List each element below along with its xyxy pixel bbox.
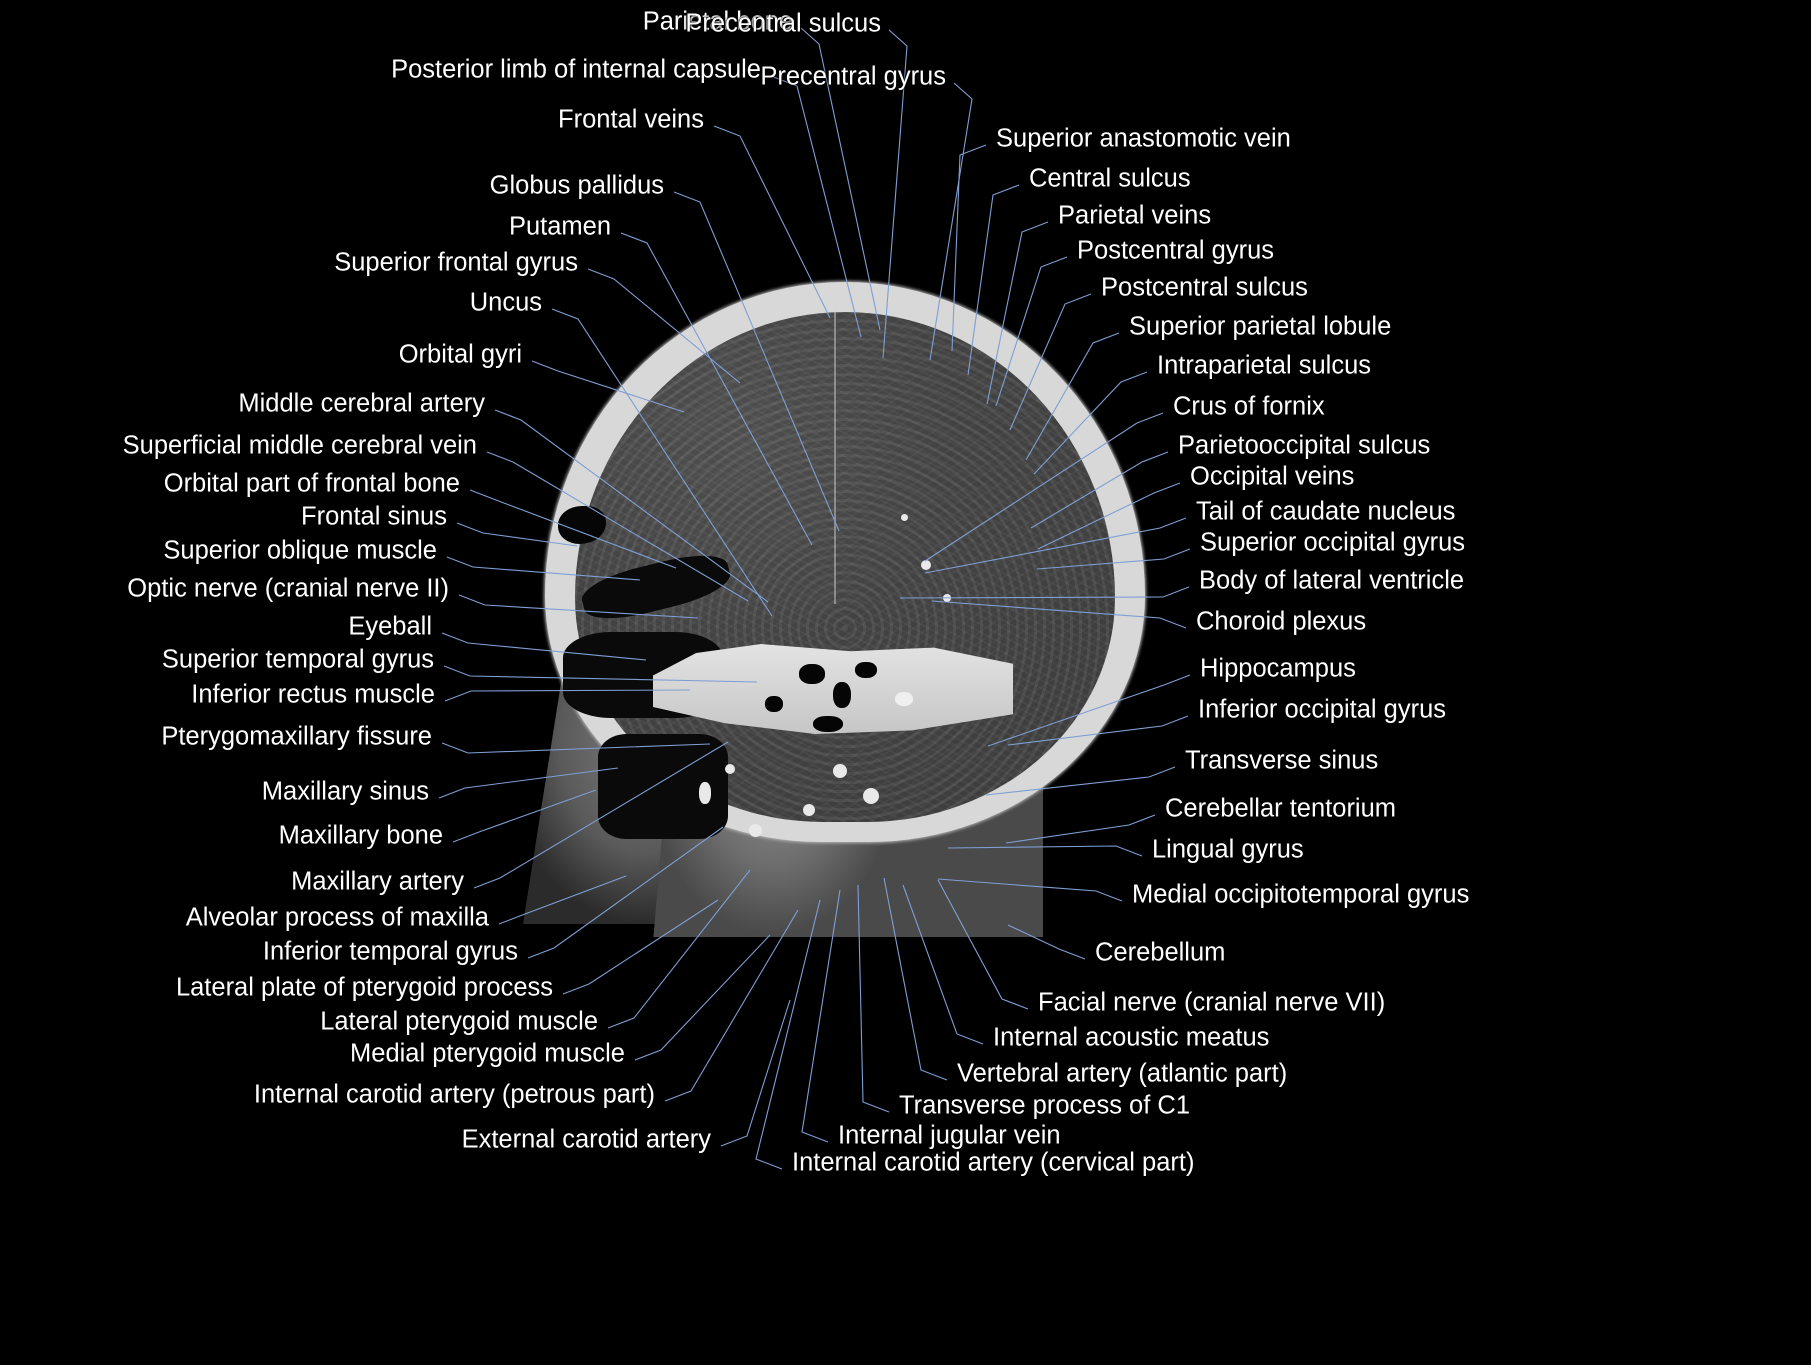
label-superior-temporal-gyrus: Superior temporal gyrus <box>161 645 434 674</box>
label-posterior-limb-of-internal-capsule: Posterior limb of internal capsule <box>391 55 761 84</box>
label-transverse-sinus: Transverse sinus <box>1185 746 1379 775</box>
label-orbital-part-of-frontal-bone: Orbital part of frontal bone <box>163 469 460 498</box>
label-alveolar-process-of-maxilla: Alveolar process of maxilla <box>185 903 489 932</box>
label-postcentral-sulcus: Postcentral sulcus <box>1101 273 1308 302</box>
label-superior-anastomotic-vein: Superior anastomotic vein <box>996 124 1291 153</box>
label-globus-pallidus: Globus pallidus <box>489 171 664 200</box>
vertebral-artery-lumen <box>803 804 815 816</box>
label-choroid-plexus: Choroid plexus <box>1196 607 1367 636</box>
vessel-dot-2 <box>943 594 951 602</box>
label-crus-of-fornix: Crus of fornix <box>1173 392 1325 421</box>
label-lateral-plate-of-pterygoid-process: Lateral plate of pterygoid process <box>175 973 553 1002</box>
label-external-carotid-artery: External carotid artery <box>461 1125 711 1154</box>
label-internal-carotid-artery-petrous-part: Internal carotid artery (petrous part) <box>253 1080 655 1109</box>
label-hippocampus: Hippocampus <box>1200 654 1356 683</box>
label-internal-jugular-vein: Internal jugular vein <box>838 1121 1061 1150</box>
ct-scan-image <box>503 264 1165 943</box>
mastoid-air-cell-4 <box>813 716 843 732</box>
label-medial-pterygoid-muscle: Medial pterygoid muscle <box>350 1039 625 1068</box>
jugular-vein-lumen <box>863 788 879 804</box>
label-occipital-veins: Occipital veins <box>1190 462 1355 491</box>
label-precentral-sulcus: Precentral sulcus <box>685 9 881 38</box>
vessel-dot-5 <box>699 782 711 804</box>
carotid-artery-lumen <box>833 764 847 778</box>
label-superior-occipital-gyrus: Superior occipital gyrus <box>1200 528 1466 557</box>
label-superior-oblique-muscle: Superior oblique muscle <box>163 536 437 565</box>
mastoid-air-cell-2 <box>833 682 851 708</box>
label-putamen: Putamen <box>508 212 611 241</box>
label-uncus: Uncus <box>469 288 542 317</box>
label-maxillary-artery: Maxillary artery <box>291 867 464 896</box>
label-lateral-pterygoid-muscle: Lateral pterygoid muscle <box>320 1007 598 1036</box>
label-internal-carotid-artery-cervical-part: Internal carotid artery (cervical part) <box>792 1148 1195 1177</box>
label-superior-parietal-lobule: Superior parietal lobule <box>1129 312 1392 341</box>
label-eyeball: Eyeball <box>348 612 432 641</box>
label-central-sulcus: Central sulcus <box>1029 164 1191 193</box>
vessel-dot-4 <box>749 824 762 837</box>
label-cerebellum: Cerebellum <box>1095 938 1226 967</box>
vessel-dot-6 <box>725 764 735 774</box>
label-lingual-gyrus: Lingual gyrus <box>1152 835 1304 864</box>
label-inferior-temporal-gyrus: Inferior temporal gyrus <box>262 937 518 966</box>
label-inferior-rectus-muscle: Inferior rectus muscle <box>191 680 435 709</box>
label-maxillary-sinus: Maxillary sinus <box>261 777 429 806</box>
label-parietal-veins: Parietal veins <box>1058 201 1212 230</box>
label-maxillary-bone: Maxillary bone <box>278 821 443 850</box>
label-inferior-occipital-gyrus: Inferior occipital gyrus <box>1198 695 1447 724</box>
leader-line-medial-pterygoid-muscle <box>634 934 771 1061</box>
label-cerebellar-tentorium: Cerebellar tentorium <box>1165 794 1397 823</box>
label-superior-frontal-gyrus: Superior frontal gyrus <box>334 248 578 277</box>
label-body-of-lateral-ventricle: Body of lateral ventricle <box>1199 566 1465 595</box>
label-transverse-process-of-c1: Transverse process of C1 <box>899 1091 1190 1120</box>
label-precentral-gyrus: Precentral gyrus <box>760 62 946 91</box>
label-frontal-veins: Frontal veins <box>558 105 704 134</box>
label-postcentral-gyrus: Postcentral gyrus <box>1077 236 1275 265</box>
bone-fleck-1 <box>895 692 913 706</box>
mastoid-air-cell-1 <box>799 664 825 684</box>
label-tail-of-caudate-nucleus: Tail of caudate nucleus <box>1196 497 1456 526</box>
mastoid-air-cell-3 <box>855 662 877 678</box>
label-intraparietal-sulcus: Intraparietal sulcus <box>1157 351 1372 380</box>
label-orbital-gyri: Orbital gyri <box>398 340 522 369</box>
label-parietooccipital-sulcus: Parietooccipital sulcus <box>1178 431 1431 460</box>
internal-acoustic-meatus-air <box>765 696 783 712</box>
label-frontal-sinus: Frontal sinus <box>301 502 447 531</box>
label-parietal-bone: Parietal bone <box>642 7 793 36</box>
label-vertebral-artery-atlantic-part: Vertebral artery (atlantic part) <box>957 1059 1288 1088</box>
label-medial-occipitotemporal-gyrus: Medial occipitotemporal gyrus <box>1132 880 1470 909</box>
label-optic-nerve-cranial-nerve-ii: Optic nerve (cranial nerve II) <box>127 574 449 603</box>
leader-line-external-carotid-artery <box>720 999 791 1147</box>
label-internal-acoustic-meatus: Internal acoustic meatus <box>993 1023 1270 1052</box>
scan-lower-border <box>503 937 1165 943</box>
label-facial-nerve-cranial-nerve-vii: Facial nerve (cranial nerve VII) <box>1038 988 1386 1017</box>
label-pterygomaxillary-fissure: Pterygomaxillary fissure <box>161 722 432 751</box>
label-middle-cerebral-artery: Middle cerebral artery <box>238 389 485 418</box>
vessel-dot-3 <box>901 514 908 521</box>
vessel-dot-1 <box>921 560 931 570</box>
label-superficial-middle-cerebral-vein: Superficial middle cerebral vein <box>122 431 477 460</box>
falx-cerebri <box>834 304 836 604</box>
